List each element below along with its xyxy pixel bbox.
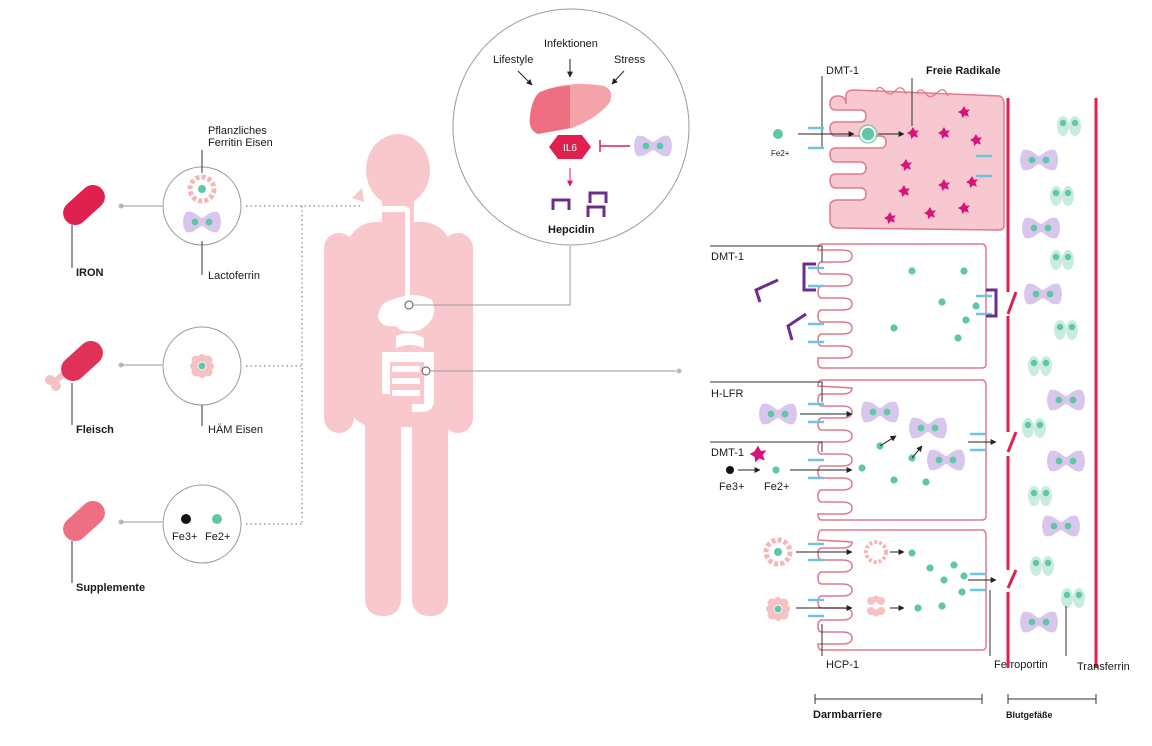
liver-icon [529, 84, 612, 134]
gut-barrier-label: Darmbarriere [813, 709, 882, 721]
infections-label: Infektionen [544, 38, 598, 50]
plant-ferritin-line-1: Pflanzliches [208, 125, 267, 137]
ferritin-icon-outside [766, 540, 790, 564]
heme-icon-inside [867, 595, 885, 617]
dotted-connectors [246, 205, 362, 525]
heme-icon [190, 354, 214, 378]
top-receptors [808, 126, 992, 178]
dmt1-mid-label: DMT-1 [711, 251, 744, 263]
gut-barrier-bracket [814, 694, 983, 704]
enterocyte-dmt1 [817, 243, 987, 369]
ferroportin-label: Ferroportin [994, 659, 1048, 671]
iron-capsule-icon [63, 184, 105, 226]
lactoferrin-label: Lactoferrin [208, 270, 260, 282]
plant-ferritin-label: Pflanzliches Ferritin Eisen [208, 125, 273, 149]
plant-ferritin-lactoferrin-circle [162, 166, 242, 246]
supplement-ions-circle: Fe3+ Fe2+ [162, 484, 242, 564]
digestive-tract [364, 206, 435, 412]
free-radicals-label: Freie Radikale [926, 65, 1001, 77]
lactoferrin-icon-outside [759, 403, 797, 425]
enterocyte-ferritin-heme [817, 529, 987, 651]
il6-label: IL6 [563, 143, 577, 154]
blood-vessels-label: Blutgefäße [1006, 710, 1053, 720]
transferrin-label: Transferrin [1077, 661, 1130, 673]
plant-ferritin-line-2: Ferritin Eisen [208, 137, 273, 149]
meat-label: Fleisch [76, 424, 114, 436]
fe3-label-right: Fe3+ [719, 481, 744, 493]
fe2-small-label: Fe2+ [771, 149, 790, 158]
fe2-label-left: Fe2+ [205, 531, 230, 543]
mid-iron-dots [890, 267, 980, 342]
supplement-label: Supplemente [76, 582, 145, 594]
radical-outside [749, 445, 767, 463]
il6-icon: IL6 [549, 135, 591, 159]
inflamed-enterocyte [829, 86, 1005, 231]
stress-label: Stress [614, 54, 646, 66]
hcp1-label: HCP-1 [826, 659, 859, 671]
source-connectors [118, 203, 162, 525]
fe2-label-right: Fe2+ [764, 481, 789, 493]
fe3-label-left: Fe3+ [172, 531, 197, 543]
dmt1-top-label: DMT-1 [826, 65, 859, 77]
heme-label: HÄM Eisen [208, 424, 263, 436]
cell4-receptors [808, 542, 986, 618]
hlfr-label: H-LFR [711, 388, 743, 400]
hepcidin-label: Hepcidin [548, 224, 595, 236]
iron-label: IRON [76, 267, 104, 279]
cell4-iron-dots [908, 549, 968, 612]
heme-icon-outside [766, 597, 790, 621]
lifestyle-label: Lifestyle [493, 54, 533, 66]
dmt1-low-label: DMT-1 [711, 447, 744, 459]
hepcidin-blocker-icon [754, 262, 998, 341]
cell3-receptors [808, 402, 986, 480]
enterocyte-lactoferrin [817, 379, 987, 521]
blood-vessels-bracket [1007, 694, 1097, 704]
heme-circle [162, 326, 242, 406]
blood-vessel-walls [1006, 98, 1098, 668]
supplement-capsule-icon [63, 500, 105, 542]
mid-receptors [808, 266, 992, 344]
ferritin-icon-inside [864, 540, 888, 564]
liver-hepcidin-panel: Infektionen Lifestyle Stress IL6 Hepcidi… [452, 8, 690, 246]
meat-icon [45, 340, 103, 391]
